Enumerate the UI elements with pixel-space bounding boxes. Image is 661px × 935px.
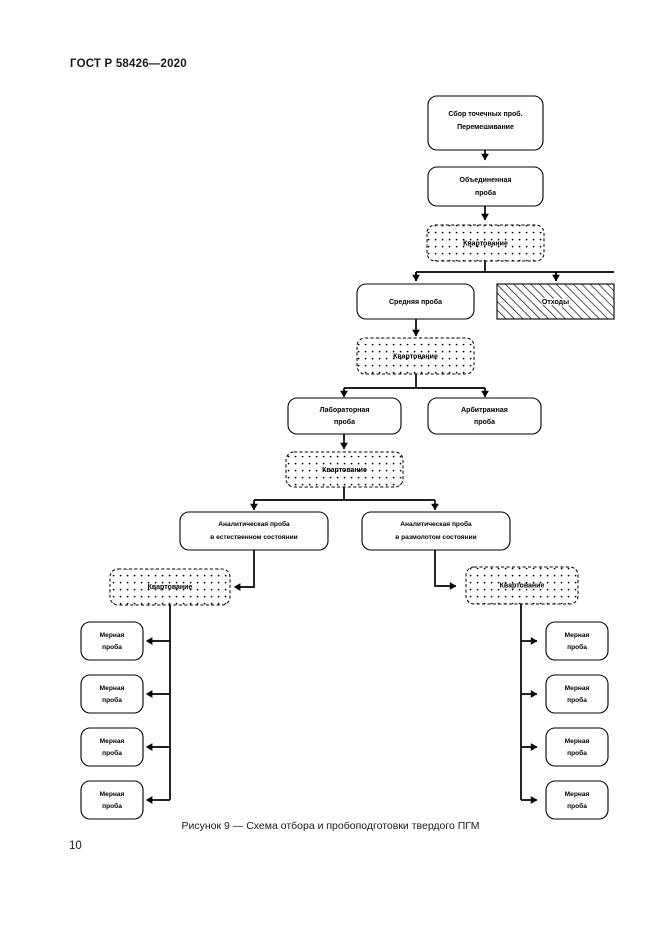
node-quartering-2-label: Квартование [393, 353, 438, 360]
node-measured-sample-left-1-label-line2: проба [102, 643, 122, 651]
node-measured-sample-right-4-label-line2: проба [567, 802, 587, 810]
connector-analytical-ground-to-quartering-right [434, 550, 457, 590]
node-measured-sample-left-4-label-line1: Мерная [100, 791, 125, 798]
node-analytical-sample-ground[interactable]: Аналитическая проба в размолотом состоян… [361, 511, 511, 551]
node-quartering-1-shape [426, 224, 545, 262]
connector-quartering1-split [415, 261, 614, 281]
node-collection[interactable]: Сбор точечных проб. Перемешивание [427, 95, 544, 151]
node-measured-sample-left-3[interactable]: Мерная проба [80, 727, 144, 767]
node-measured-sample-right-4-label-line1: Мерная [565, 791, 590, 798]
node-quartering-3-shape [285, 451, 404, 488]
node-analytical-sample-natural[interactable]: Аналитическая проба в естественном состо… [179, 511, 329, 551]
node-arbitration-sample-label-line2: проба [474, 418, 495, 426]
node-combined-sample-label-line1: Объединенная [460, 176, 512, 184]
node-measured-sample-left-4[interactable]: Мерная проба [80, 780, 144, 820]
node-analytical-sample-ground-shape [361, 511, 511, 551]
node-quartering-2-shape [356, 337, 475, 375]
node-arbitration-sample-shape [427, 397, 542, 435]
node-analytical-sample-natural-label-line2: в естественном состоянии [210, 534, 297, 541]
node-quartering-1[interactable]: Квартование [426, 224, 545, 262]
node-quartering-right-shape [465, 566, 579, 605]
node-quartering-3[interactable]: Квартование [285, 451, 404, 488]
node-measured-sample-right-3[interactable]: Мерная проба [545, 727, 609, 767]
node-measured-sample-right-1[interactable]: Мерная проба [545, 621, 609, 661]
node-quartering-left-label: Квартование [148, 584, 193, 591]
node-quartering-right-label: Квартование [500, 582, 545, 589]
node-average-sample-shape [356, 283, 475, 320]
node-measured-sample-left-3-label-line2: проба [102, 749, 122, 757]
node-measured-sample-right-4[interactable]: Мерная проба [545, 780, 609, 820]
node-measured-sample-right-2-shape [545, 674, 609, 714]
node-arbitration-sample[interactable]: Арбитражная проба [427, 397, 542, 435]
node-collection-label-line1: Сбор точечных проб. [448, 110, 522, 118]
node-combined-sample[interactable]: Объединенная проба [427, 166, 544, 207]
node-measured-sample-left-3-label-line1: Мерная [100, 738, 125, 745]
node-waste-label: Отходы [542, 299, 569, 306]
page-number: 10 [69, 840, 82, 852]
node-measured-sample-left-4-label-line2: проба [102, 802, 122, 810]
node-measured-sample-right-2[interactable]: Мерная проба [545, 674, 609, 714]
node-arbitration-sample-label-line1: Арбитражная [461, 406, 508, 414]
connector-quartering2-split [344, 374, 485, 389]
node-analytical-sample-ground-label-line2: в размолотом состоянии [395, 534, 476, 541]
node-laboratory-sample[interactable]: Лабораторная проба [287, 397, 402, 435]
node-measured-sample-right-4-shape [545, 780, 609, 820]
node-measured-sample-right-3-label-line1: Мерная [565, 738, 590, 745]
node-quartering-left[interactable]: Квартование [109, 568, 231, 606]
node-laboratory-sample-label-line2: проба [334, 418, 355, 426]
node-quartering-1-label: Квартование [463, 240, 508, 247]
connector-quartering3-split [254, 487, 435, 501]
node-waste[interactable]: Отходы [496, 283, 615, 320]
node-quartering-right[interactable]: Квартование [465, 566, 579, 605]
node-measured-sample-left-2[interactable]: Мерная проба [80, 674, 144, 714]
node-measured-sample-right-2-label-line2: проба [567, 696, 587, 704]
node-measured-sample-left-1[interactable]: Мерная проба [80, 621, 144, 661]
node-average-sample-label: Средняя проба [389, 298, 442, 306]
node-quartering-left-shape [109, 568, 231, 606]
node-measured-sample-right-1-label-line2: проба [567, 643, 587, 651]
node-analytical-sample-natural-label-line1: Аналитическая проба [218, 520, 290, 528]
node-collection-label-line2: Перемешивание [457, 124, 514, 131]
connector-analytical-natural-to-quartering-left [233, 550, 255, 591]
node-measured-sample-right-2-label-line1: Мерная [565, 685, 590, 692]
node-quartering-2[interactable]: Квартование [356, 337, 475, 375]
node-measured-sample-left-4-shape [80, 780, 144, 820]
node-measured-sample-left-2-shape [80, 674, 144, 714]
node-average-sample[interactable]: Средняя проба [356, 283, 475, 320]
node-collection-shape [427, 95, 544, 151]
node-measured-sample-right-3-label-line2: проба [567, 749, 587, 757]
node-combined-sample-shape [427, 166, 544, 207]
node-measured-sample-left-3-shape [80, 727, 144, 767]
figure-caption: Рисунок 9 — Схема отбора и пробоподготов… [181, 820, 480, 832]
node-measured-sample-left-1-shape [80, 621, 144, 661]
flowchart-connectors [145, 150, 614, 804]
node-analytical-sample-ground-label-line1: Аналитическая проба [400, 520, 472, 528]
node-quartering-3-label: Квартование [322, 467, 367, 474]
node-measured-sample-right-3-shape [545, 727, 609, 767]
node-measured-sample-right-1-label-line1: Мерная [565, 632, 590, 639]
node-measured-sample-right-1-shape [545, 621, 609, 661]
node-laboratory-sample-label-line1: Лабораторная [320, 406, 370, 414]
node-measured-sample-left-2-label-line1: Мерная [100, 685, 125, 692]
node-waste-shape [496, 283, 615, 320]
node-measured-sample-left-2-label-line2: проба [102, 696, 122, 704]
document-standard-header: ГОСТ Р 58426—2020 [70, 58, 187, 70]
node-measured-sample-left-1-label-line1: Мерная [100, 632, 125, 639]
node-laboratory-sample-shape [287, 397, 402, 435]
node-combined-sample-label-line2: проба [475, 189, 496, 197]
node-analytical-sample-natural-shape [179, 511, 329, 551]
